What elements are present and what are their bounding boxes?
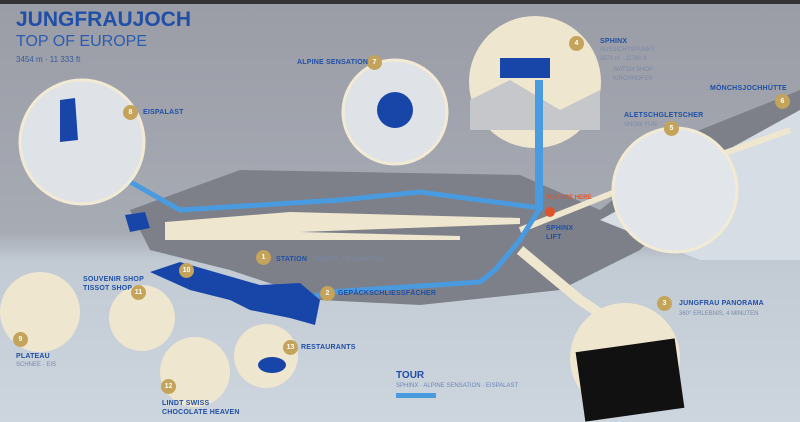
page-title: JUNGFRAUJOCH <box>16 8 192 31</box>
label-souvenir: SOUVENIR SHOP <box>83 276 144 283</box>
you-are-here-marker <box>545 207 555 217</box>
badge-11: 11 <box>131 285 146 300</box>
eispalast-building <box>125 212 150 232</box>
badge-4: 4 <box>569 36 584 51</box>
label-station-sub: TICKETS · INFORMATION <box>312 257 385 263</box>
label-lindt: LINDT SWISS <box>162 400 210 407</box>
label-panorama: JUNGFRAU PANORAMA <box>679 300 764 307</box>
sphinx-lift-label-1: SPHINX <box>546 225 574 232</box>
label-aletsch: ALETSCHGLETSCHER <box>624 112 704 119</box>
label-kirchhofer: KIRCHHOFER <box>613 76 653 82</box>
badge-12: 12 <box>161 379 176 394</box>
lindt-circle <box>160 337 230 407</box>
label-chocolate-heaven: CHOCOLATE HEAVEN <box>162 409 240 416</box>
badge-8: 8 <box>123 105 138 120</box>
sphinx-lift-label-2: LIFT <box>546 234 562 241</box>
badge-9: 9 <box>13 332 28 347</box>
aletsch-circle <box>611 126 739 254</box>
altitude: 3454 m · 11 333 ft <box>16 55 81 64</box>
ice-figure-icon <box>60 98 78 142</box>
panorama-occluder <box>575 338 685 422</box>
legend-tour-swatch <box>396 393 436 398</box>
restaurants-circle <box>234 324 298 388</box>
label-panorama-sub: 360° ERLEBNIS, 4 MINUTEN <box>679 311 759 317</box>
main-building <box>150 262 320 325</box>
snow-globe-icon <box>377 92 413 128</box>
sphinx-building-icon <box>500 58 550 78</box>
badge-2: 2 <box>320 286 335 301</box>
legend-tour-stops: SPHINX · ALPINE SENSATION · EISPALAST <box>396 383 519 389</box>
label-plateau: PLATEAU <box>16 353 50 360</box>
sphinx-lift-shaft <box>535 80 543 210</box>
label-sphinx: SPHINX <box>600 38 628 45</box>
badge-5: 5 <box>664 121 679 136</box>
label-tissot: TISSOT SHOP <box>83 285 133 292</box>
label-aletsch-sub: SNOW FUN <box>624 122 657 128</box>
badge-10: 10 <box>179 263 194 278</box>
station-platforms <box>165 212 520 240</box>
top-frame <box>0 0 800 4</box>
label-watch-shop: WATCH SHOP <box>613 67 653 73</box>
label-restaurants: RESTAURANTS <box>301 344 356 351</box>
label-monchsjoch: MÖNCHSJOCHHÜTTE <box>710 85 787 92</box>
label-lockers: GEPÄCKSCHLIESSFÄCHER <box>338 290 437 297</box>
eispalast-circle <box>18 78 146 206</box>
badge-13: 13 <box>283 340 298 355</box>
you-are-here-label: YOU ARE HERE <box>546 195 592 201</box>
label-station: STATION <box>276 256 308 263</box>
plate-icon <box>258 357 286 373</box>
label-plateau-sub: SCHNEE · EIS <box>16 362 57 368</box>
label-alpine-sensation: ALPINE SENSATION <box>297 59 369 66</box>
label-sphinx-alt: 3571 m · 11760 ft <box>600 56 647 62</box>
badge-3: 3 <box>657 296 672 311</box>
legend-tour-title: TOUR <box>396 370 425 381</box>
page-subtitle: TOP OF EUROPE <box>16 33 147 50</box>
badge-7: 7 <box>367 55 382 70</box>
souvenir-circle <box>109 285 175 351</box>
plateau-circle <box>0 272 80 352</box>
badge-6: 6 <box>775 94 790 109</box>
label-sphinx-sub: AUSSICHTSPUNKT <box>600 47 655 53</box>
label-eispalast: EISPALAST <box>143 109 184 116</box>
badge-1: 1 <box>256 250 271 265</box>
